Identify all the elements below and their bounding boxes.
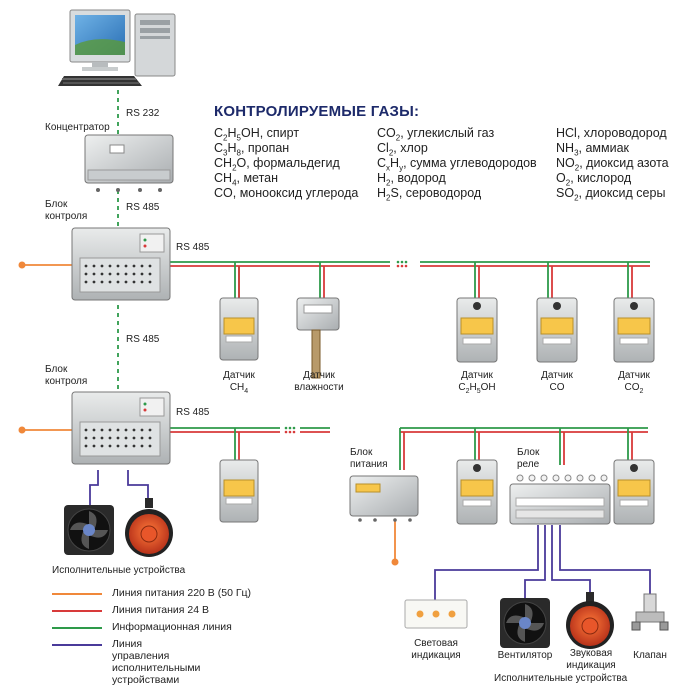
gas-column-2: CO2, углекислый газ Cl2, хлор CxHy, сумм… [377, 126, 537, 203]
gas-item: CO, монооксид углерода [214, 186, 359, 200]
gas-item: H2S, сероводород [377, 186, 482, 203]
legend-label: Линия питания 220 В (50 Гц) [112, 587, 252, 599]
bus-ellipsis-2 [284, 426, 296, 434]
gas-item: C2H5OH, спирт [214, 126, 300, 143]
gas-item: CH4, метан [214, 171, 279, 188]
valve-label: Клапан [633, 650, 667, 661]
gas-item: CxHy, сумма углеводородов [377, 156, 537, 173]
legend-swatch [52, 610, 102, 612]
siren-icon [125, 498, 173, 557]
sound-indication-label: Звуковая индикация [566, 648, 616, 671]
legend-swatch [52, 644, 102, 646]
valve-icon [631, 593, 669, 631]
sensor-co-box [536, 297, 578, 363]
executive-devices-left-label: Исполнительные устройства [52, 565, 186, 576]
legend-label: Линия управления исполнительными устройс… [112, 638, 201, 686]
sensor-row2-box-2 [456, 459, 498, 525]
power-block-box [349, 475, 419, 522]
gas-item: CO2, углекислый газ [377, 126, 495, 143]
rs485-label: RS 485 [126, 334, 160, 345]
executive-devices-right-label: Исполнительные устройства [494, 673, 628, 684]
relay-block-label: Блок реле [517, 447, 540, 470]
sensor-row2-box-1 [219, 459, 259, 523]
legend-label: Линия питания 24 В [112, 604, 209, 616]
gas-column-1: C2H5OH, спирт C3H8, пропан CH2O, формаль… [214, 126, 358, 201]
power-endpoint-1 [18, 261, 26, 269]
sensor-co2-box [613, 297, 655, 363]
rs485-label: RS 485 [126, 202, 160, 213]
sensor-co-label: Датчик CO [541, 370, 573, 393]
sensor-humidity-label: Датчик влажности [294, 370, 344, 393]
sensor-ch4-box [219, 297, 259, 361]
gas-item: H2, водород [377, 171, 446, 188]
gas-item: NO2, диоксид азота [556, 156, 669, 173]
concentrator-label: Концентратор [45, 122, 110, 133]
gas-item: O2, кислород [556, 171, 632, 188]
power-endpoint-3 [391, 558, 399, 566]
relay-block-box [509, 474, 611, 525]
sensor-row2-box-3 [613, 459, 655, 525]
rs485-label: RS 485 [176, 407, 210, 418]
control-block-2-label: Блок контроля [45, 364, 88, 387]
sensor-c2h5oh-box [456, 297, 498, 363]
gas-item: NH3, аммиак [556, 141, 630, 158]
fan-icon [64, 505, 114, 555]
rs232-label: RS 232 [126, 108, 160, 119]
control-block-1 [71, 227, 171, 301]
fan-icon [500, 598, 550, 648]
control-block-1-label: Блок контроля [45, 199, 88, 222]
light-indication-label: Световая индикация [411, 638, 461, 661]
legend-label: Информационная линия [112, 621, 232, 633]
control-block-2 [71, 391, 171, 465]
fan-label: Вентилятор [497, 650, 553, 661]
bus-ellipsis-1 [396, 260, 408, 268]
gases-title: КОНТРОЛИРУЕМЫЕ ГАЗЫ: [214, 103, 420, 120]
power-block-label: Блок питания [350, 447, 388, 470]
sensor-humidity-box [296, 297, 340, 379]
gas-column-3: HCl, хлороводород NH3, аммиак NO2, диокс… [556, 126, 669, 203]
rs485-label: RS 485 [176, 242, 210, 253]
wiring [20, 90, 651, 600]
computer-icon [58, 9, 176, 86]
gas-item: C3H8, пропан [214, 141, 290, 158]
legend-swatch [52, 627, 102, 629]
gas-item: CH2O, формальдегид [214, 156, 340, 173]
gas-item: SO2, диоксид серы [556, 186, 666, 203]
power-endpoint-2 [18, 426, 26, 434]
legend-swatch [52, 593, 102, 595]
gas-item: Cl2, хлор [377, 141, 428, 158]
concentrator-box [84, 134, 174, 192]
siren-icon [566, 592, 614, 649]
light-panel-icon [404, 599, 468, 629]
gas-item: HCl, хлороводород [556, 126, 667, 140]
